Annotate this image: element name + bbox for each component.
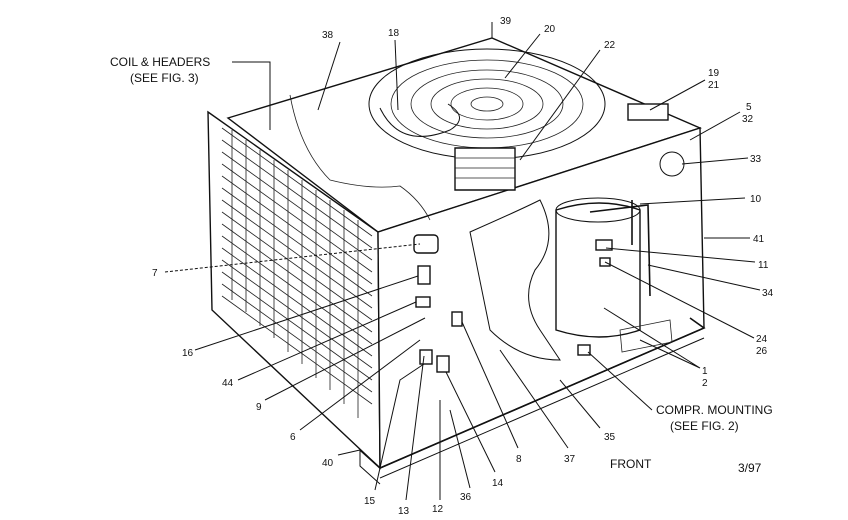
callout-32: 32 bbox=[742, 114, 754, 125]
callout-33: 33 bbox=[750, 154, 762, 165]
callout-41: 41 bbox=[753, 234, 765, 245]
condenser-coil-grille bbox=[221, 127, 373, 418]
callout-36: 36 bbox=[460, 492, 472, 503]
cutaway-edge bbox=[469, 199, 561, 361]
callout-19: 19 bbox=[708, 68, 720, 79]
callout-2: 2 bbox=[702, 378, 708, 389]
leader-lines bbox=[164, 22, 761, 501]
callout-7: 7 bbox=[152, 268, 158, 279]
callout-15: 15 bbox=[364, 496, 376, 507]
compr-mounting-fig-ref: (SEE FIG. 2) bbox=[670, 419, 739, 433]
callout-35: 35 bbox=[604, 432, 616, 443]
callout-9: 9 bbox=[256, 402, 262, 413]
callout-8: 8 bbox=[516, 454, 522, 465]
callout-20: 20 bbox=[544, 24, 556, 35]
callout-13: 13 bbox=[398, 506, 410, 517]
callout-21: 21 bbox=[708, 80, 720, 91]
callout-5: 5 bbox=[746, 102, 752, 113]
callout-numbers: 39 38 18 20 22 19 21 5 32 33 10 41 11 34… bbox=[152, 16, 774, 517]
front-label: FRONT bbox=[610, 457, 652, 471]
callout-10: 10 bbox=[750, 194, 762, 205]
callout-14: 14 bbox=[492, 478, 504, 489]
callout-38: 38 bbox=[322, 30, 334, 41]
callout-26: 26 bbox=[756, 346, 768, 357]
callout-1: 1 bbox=[702, 366, 708, 377]
callout-44: 44 bbox=[222, 378, 234, 389]
callout-34: 34 bbox=[762, 288, 774, 299]
callout-11: 11 bbox=[758, 260, 769, 271]
compr-mounting-note: COMPR. MOUNTING bbox=[656, 403, 773, 417]
callout-16: 16 bbox=[182, 348, 194, 359]
coil-headers-fig-ref: (SEE FIG. 3) bbox=[130, 71, 199, 85]
callout-18: 18 bbox=[388, 28, 400, 39]
date-code: 3/97 bbox=[738, 461, 762, 475]
callout-24: 24 bbox=[756, 334, 768, 345]
callout-37: 37 bbox=[564, 454, 576, 465]
callout-22: 22 bbox=[604, 40, 616, 51]
compressor bbox=[555, 197, 651, 338]
callout-6: 6 bbox=[290, 432, 296, 443]
callout-39: 39 bbox=[500, 16, 512, 27]
fan-motor bbox=[454, 147, 516, 191]
coil-headers-note: COIL & HEADERS bbox=[110, 55, 210, 69]
callout-40: 40 bbox=[322, 458, 334, 469]
callout-12: 12 bbox=[432, 504, 444, 515]
